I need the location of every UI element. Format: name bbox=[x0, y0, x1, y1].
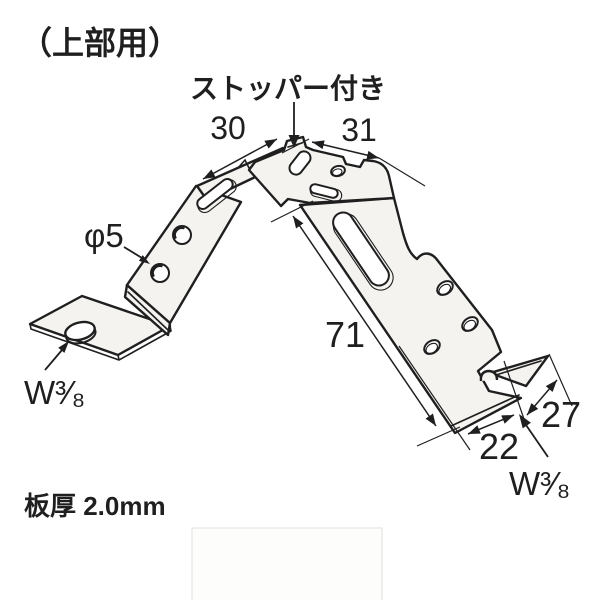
dim-71-label: 71 bbox=[325, 314, 365, 355]
bolt-left-label: W³⁄₈ bbox=[24, 374, 85, 411]
right-foot-tip-fold-line bbox=[495, 360, 542, 376]
apex-plate-hole bbox=[330, 164, 346, 178]
right-foot-tip-tab bbox=[488, 354, 550, 388]
left-arm-assembly bbox=[28, 146, 295, 361]
bolt-left-leader bbox=[44, 349, 63, 371]
dim-27-label: 27 bbox=[541, 394, 581, 435]
left-arm-hole-2-rim bbox=[150, 263, 164, 278]
right-foot-bend-line bbox=[450, 394, 520, 427]
dim-22-extensions bbox=[398, 345, 525, 451]
dim-71-line bbox=[292, 215, 437, 427]
right-foot-clip bbox=[479, 369, 499, 382]
dim-31-label: 31 bbox=[341, 112, 377, 148]
plate-thickness-note: 板厚 2.0mm bbox=[24, 491, 166, 521]
dim-27-extension bbox=[548, 353, 573, 407]
left-foot-thickness-edges bbox=[29, 323, 172, 361]
bolt-right-label: W³⁄₈ bbox=[509, 465, 570, 502]
hole-diameter-label: φ5 bbox=[84, 217, 124, 254]
left-arm-face bbox=[125, 184, 243, 325]
right-arm-hole-2 bbox=[461, 316, 479, 332]
bolt-left-arrowhead bbox=[58, 341, 69, 353]
dim-30-line bbox=[202, 138, 278, 180]
stopper-lance-cut bbox=[288, 150, 312, 176]
dim-22-line bbox=[467, 414, 515, 435]
page-title: （上部用） bbox=[20, 25, 180, 61]
apex-slot bbox=[309, 183, 339, 199]
watermark-box bbox=[191, 527, 383, 600]
dim-71-ticks bbox=[270, 200, 461, 447]
dimension-graphics bbox=[44, 102, 573, 458]
right-arm-hole-1 bbox=[436, 280, 454, 296]
right-arm-assembly bbox=[298, 165, 550, 435]
left-flange-slot bbox=[196, 177, 234, 211]
apex-extension-line bbox=[281, 138, 310, 154]
left-bend-hem-line bbox=[127, 291, 169, 331]
stopper-label: ストッパー付き bbox=[190, 73, 386, 104]
dim-30-label: 30 bbox=[210, 110, 246, 146]
hole-dia-leader bbox=[123, 246, 143, 259]
bolt-right-arrowhead bbox=[519, 414, 531, 429]
dim-31-extension bbox=[378, 157, 426, 187]
left-foot-bolt-hole bbox=[64, 320, 97, 345]
hole-dia-arrowhead bbox=[138, 255, 150, 264]
dim-31-line bbox=[311, 140, 380, 160]
apex-plate-face bbox=[247, 135, 396, 208]
apex-plate-assembly bbox=[247, 135, 396, 208]
dim-22-label: 22 bbox=[479, 426, 519, 467]
left-arm-hole-1-rim bbox=[172, 225, 186, 240]
bolt-right-leader bbox=[525, 424, 549, 458]
stopper-leader-arrowhead bbox=[288, 135, 300, 148]
dim-27-line bbox=[526, 379, 558, 416]
